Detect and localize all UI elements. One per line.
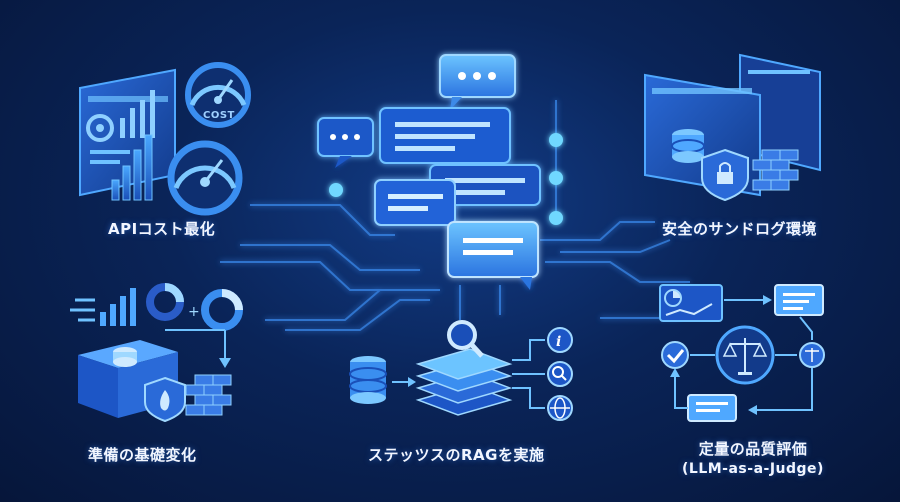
speedometer-large-icon [167,140,243,216]
arrow-head-icon [408,377,416,387]
donut-chart-icon [146,283,184,321]
speed-lines-icon [70,298,95,322]
node-dot [549,133,563,147]
message-bubble-icon [379,107,511,164]
bar-chart-icon [100,288,136,326]
circuit-lines [220,100,690,331]
arrow-head-icon [670,368,680,377]
connector-lines [512,339,545,409]
firewall-icon [752,149,799,191]
message-bubble-icon [374,179,456,226]
magnifier-icon [447,320,484,358]
label-api-cost: APIコスト最化 [108,220,216,238]
label-eval-sub: (LLM-as-a-Judge) [682,461,824,477]
label-eval: 定量の品質評価 (LLM-as-a-Judge) [682,438,824,477]
message-bubble-icon [447,221,539,290]
message-card-icon [774,284,824,316]
api-cost-group [79,62,251,216]
rag-group: i [349,320,573,421]
eval-group [659,284,825,422]
gauge-cost-text: COST [203,110,235,121]
label-prep: 準備の基礎変化 [88,446,197,464]
connector-arrow [799,316,813,340]
chart-card-icon [659,284,723,322]
label-rag: ステッツスのRAGを実施 [368,446,545,464]
speedometer-icon [185,62,251,128]
chat-bubble-icon [317,117,374,168]
arrow-head-icon [219,358,231,368]
firewall-icon [185,374,232,416]
arrow-head-icon [748,405,757,415]
search-icon [547,361,573,387]
globe-icon [547,395,573,421]
scales-small-icon [799,342,825,368]
chat-cluster [317,54,563,290]
info-icon: i [547,327,573,353]
node-dot [329,183,343,197]
node-dot [549,211,563,225]
layer-stack-icon [415,348,513,416]
database-icon [349,356,387,404]
svg-text:i: i [556,334,561,350]
connector-arrow [755,368,813,411]
bar-chart-icon [111,134,153,201]
connector-arrow [674,375,688,409]
arrow-head-icon [763,295,772,305]
shield-lock-icon [701,148,749,202]
scales-icon [715,325,775,385]
sandbox-group [644,53,821,202]
shield-fire-icon [144,376,186,423]
label-eval-main: 定量の品質評価 [698,440,808,458]
checkmark-icon [661,341,689,369]
prep-group: + [70,283,243,423]
label-sandbox: 安全のサンドログ環境 [662,220,818,238]
node-dot [549,171,563,185]
plus-icon: + [188,304,200,320]
message-card-icon [687,394,737,422]
database-icon [671,129,705,163]
chat-bubble-icon [439,54,516,110]
refresh-ring-icon [201,289,243,331]
